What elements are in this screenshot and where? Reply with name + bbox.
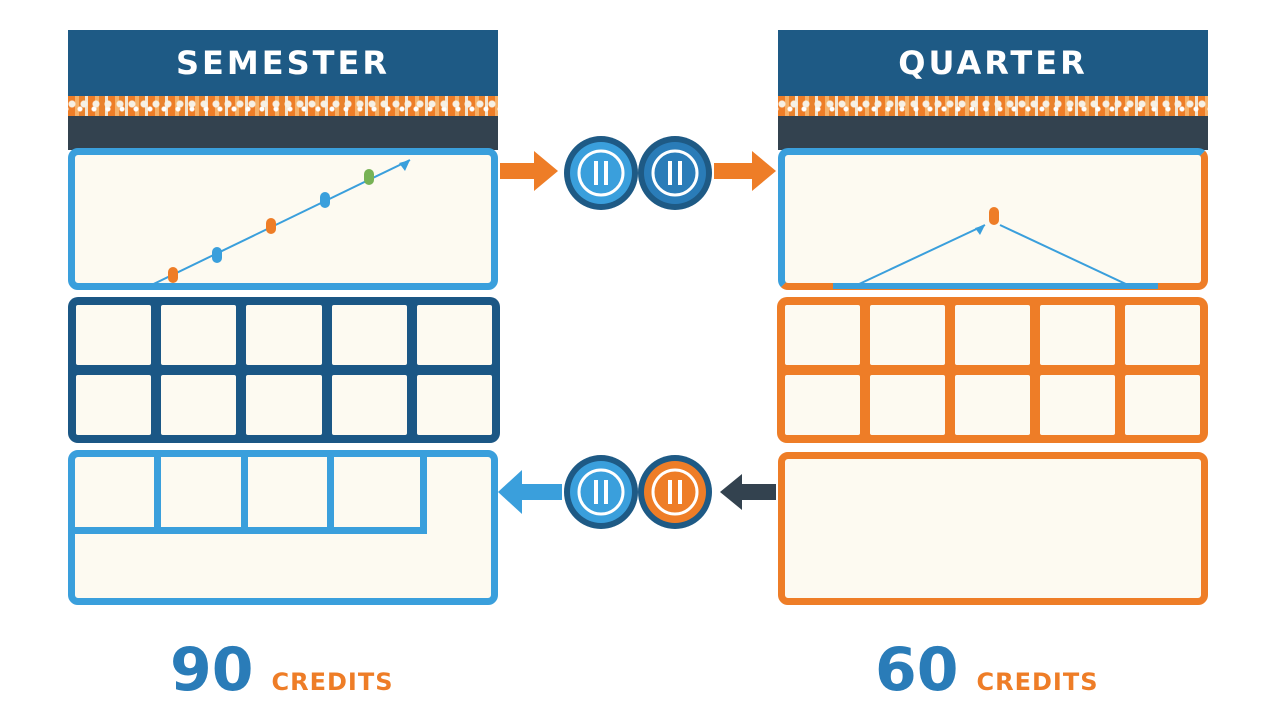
milestone-pin-icon xyxy=(168,267,178,283)
milestone-pin-icon xyxy=(320,192,330,208)
quarter-dark-bar xyxy=(778,116,1208,150)
grid-cell xyxy=(955,305,1030,365)
conversion-coin-icon xyxy=(564,136,638,210)
semester-timeline-panel xyxy=(68,148,498,290)
conversion-coin-icon xyxy=(638,455,712,529)
semester-dark-bar xyxy=(68,116,498,150)
semester-title: SEMESTER xyxy=(176,44,390,82)
semester-grid xyxy=(68,297,500,443)
grid-cell xyxy=(785,305,860,365)
grid-cell xyxy=(161,375,237,435)
timeline-arrowhead-icon xyxy=(975,225,985,235)
quarter-summary-panel xyxy=(778,452,1208,605)
grid-cell xyxy=(161,305,237,365)
quarter-credits: 60 CREDITS xyxy=(875,640,1099,700)
grid-cell xyxy=(161,457,248,527)
grid-cell xyxy=(1040,375,1115,435)
milestone-pin-icon xyxy=(212,247,222,263)
grid-cell xyxy=(334,457,420,527)
grid-cell xyxy=(416,375,492,435)
grid-cell xyxy=(331,305,407,365)
quarter-timeline-line-left xyxy=(858,224,986,283)
semester-credit-count: 90 xyxy=(170,635,254,705)
semester-credit-unit: CREDITS xyxy=(271,668,394,696)
semester-summary-panel xyxy=(68,450,498,605)
grid-cell xyxy=(248,457,334,527)
grid-cell xyxy=(76,305,152,365)
right-arrow-icon xyxy=(500,151,558,191)
quarter-grid xyxy=(777,297,1208,443)
grid-cell xyxy=(246,375,322,435)
semester-timeline-graphic xyxy=(153,159,411,283)
grid-cell xyxy=(416,305,492,365)
semester-column: SEMESTER xyxy=(68,30,498,150)
right-arrow-icon xyxy=(714,151,776,191)
grid-cell xyxy=(1125,375,1200,435)
semester-confetti-band xyxy=(68,96,498,116)
grid-cell xyxy=(331,375,407,435)
milestone-pin-icon xyxy=(989,207,999,225)
milestone-pin-icon xyxy=(364,169,374,185)
left-arrow-icon xyxy=(498,470,562,514)
quarter-timeline-baseline xyxy=(833,283,1158,289)
grid-cell xyxy=(1040,305,1115,365)
grid-cell xyxy=(1125,305,1200,365)
quarter-credit-unit: CREDITS xyxy=(976,668,1099,696)
conversion-coin-icon xyxy=(638,136,712,210)
quarter-column: QUARTER xyxy=(778,30,1208,150)
bottom-connector xyxy=(498,455,776,529)
top-connector xyxy=(500,136,776,210)
conversion-coin-icon xyxy=(564,455,638,529)
grid-cell xyxy=(870,305,945,365)
semester-credits: 90 CREDITS xyxy=(170,640,394,700)
grid-cell xyxy=(75,457,162,527)
quarter-credit-count: 60 xyxy=(875,635,959,705)
quarter-timeline-line-right xyxy=(999,224,1127,283)
milestone-pin-icon xyxy=(266,218,276,234)
grid-cell xyxy=(870,375,945,435)
left-arrow-icon xyxy=(720,474,776,510)
quarter-confetti-band xyxy=(778,96,1208,116)
timeline-arrowhead-icon xyxy=(399,160,410,171)
grid-cell xyxy=(76,375,152,435)
grid-cell xyxy=(246,305,322,365)
quarter-timeline-panel xyxy=(778,148,1208,290)
semester-summary-row xyxy=(75,457,427,534)
grid-cell xyxy=(785,375,860,435)
quarter-timeline-graphic xyxy=(858,207,1127,283)
quarter-header: QUARTER xyxy=(778,30,1208,96)
quarter-title: QUARTER xyxy=(898,44,1088,82)
grid-cell xyxy=(955,375,1030,435)
semester-header: SEMESTER xyxy=(68,30,498,96)
